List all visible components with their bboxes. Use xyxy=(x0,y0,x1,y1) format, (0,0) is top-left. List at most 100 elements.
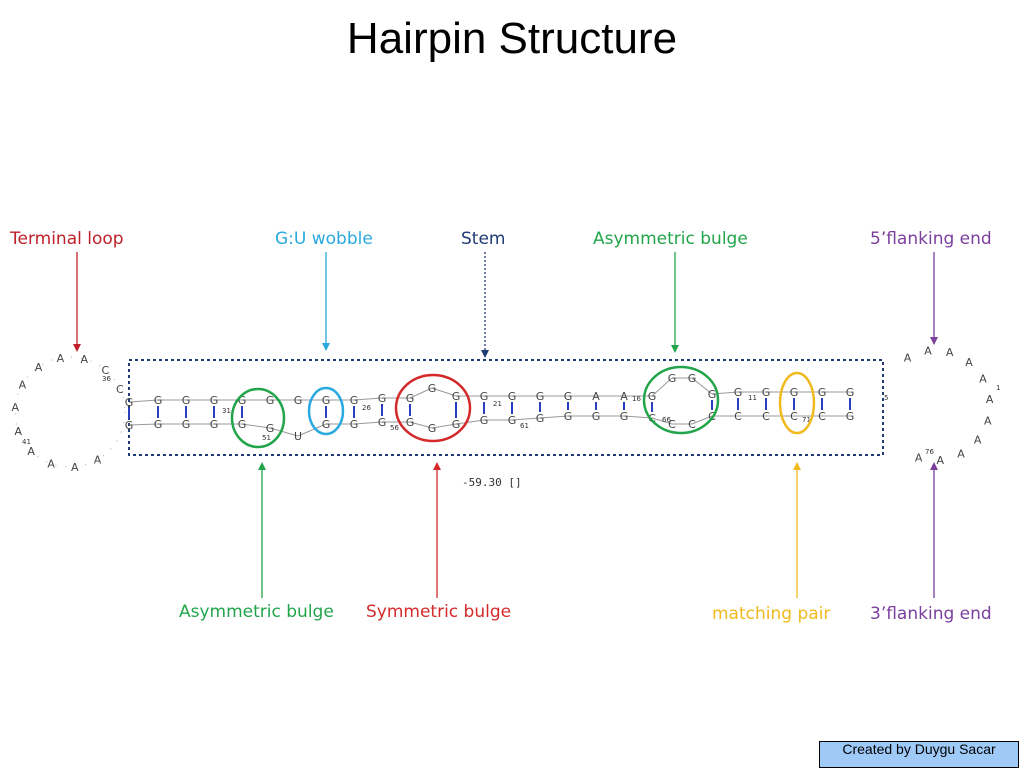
backbone-top xyxy=(651,377,673,397)
arrow-asymmetric-bulge-top xyxy=(671,252,679,353)
backbone-bottom xyxy=(409,421,433,429)
stem-box xyxy=(128,359,884,456)
nucleotide-top: A xyxy=(592,390,600,403)
highlight-gu-wobble xyxy=(307,386,345,436)
label-matching-pair: matching pair xyxy=(712,604,830,624)
position-number: 41 xyxy=(22,438,31,446)
nucleotide-bottom: G xyxy=(238,418,247,431)
backbone-bottom xyxy=(297,423,327,437)
backbone-bottom xyxy=(269,427,299,437)
nucleotide-top: G xyxy=(818,386,827,399)
nucleotide-terminal-loop: A xyxy=(94,454,102,467)
nucleotide-flanking: A xyxy=(974,434,982,447)
nucleotide-flanking: A xyxy=(979,372,987,385)
position-number: 5 xyxy=(884,394,888,402)
nucleotide-flanking: A xyxy=(965,356,973,369)
nucleotide-bottom: G xyxy=(620,410,629,423)
nucleotide-bottom: G xyxy=(428,422,437,435)
nucleotide-bottom: G xyxy=(480,414,489,427)
position-number: 61 xyxy=(520,422,529,430)
backbone-top xyxy=(353,397,383,401)
backbone-top xyxy=(431,387,457,397)
nucleotide-top: G xyxy=(688,372,697,385)
nucleotide-top: G xyxy=(668,372,677,385)
nucleotide-flanking: A xyxy=(957,447,965,460)
label-terminal-loop: Terminal loop xyxy=(9,229,124,249)
position-number: 56 xyxy=(390,424,399,432)
nucleotide-bottom: G xyxy=(846,410,855,423)
nucleotide-top: G xyxy=(125,396,134,409)
position-number: 16 xyxy=(632,395,641,403)
nucleotide-top: G xyxy=(210,394,219,407)
arrow-5-flanking-end xyxy=(930,252,938,345)
rna-structure: GGGGGGGGGGGGGUGGGGGGGGGGGGGGGGGGGGAGAGGC… xyxy=(11,344,1000,473)
nucleotide-top: G xyxy=(480,390,489,403)
nucleotide-top: G xyxy=(322,394,331,407)
nucleotide-top: G xyxy=(790,386,799,399)
nucleotide-top: G xyxy=(182,394,191,407)
nucleotide-top: G xyxy=(762,386,771,399)
backbone-top xyxy=(691,377,713,395)
nucleotide-top: G xyxy=(564,390,573,403)
arrow-gu-wobble xyxy=(322,252,330,351)
backbone-bottom xyxy=(651,417,673,425)
position-number: 66 xyxy=(662,416,671,424)
nucleotide-bottom: G xyxy=(536,412,545,425)
nucleotide-top: G xyxy=(350,394,359,407)
nucleotide-bottom: U xyxy=(294,430,302,443)
nucleotide-bottom: C xyxy=(818,410,826,423)
highlight-asymmetric-bulge-right xyxy=(642,365,720,435)
nucleotide-bottom: C xyxy=(734,410,742,423)
position-number: 11 xyxy=(748,394,757,402)
backbone-bottom xyxy=(353,421,383,425)
highlight-matching-pair xyxy=(778,371,816,435)
position-number: 21 xyxy=(493,400,502,408)
label-stem: Stem xyxy=(461,229,505,249)
nucleotide-bottom: G xyxy=(125,419,134,432)
nucleotide-bottom: C xyxy=(648,412,656,425)
nucleotide-bottom: G xyxy=(452,418,461,431)
credit-box: Created by Duygu Sacar xyxy=(819,741,1019,768)
arrow-stem xyxy=(481,252,489,358)
nucleotide-top: G xyxy=(708,388,717,401)
nucleotide-terminal-loop: A xyxy=(80,353,88,366)
nucleotide-top: G xyxy=(846,386,855,399)
nucleotide-terminal-loop: C xyxy=(116,383,124,396)
nucleotide-bottom: C xyxy=(668,418,676,431)
backbone-bottom xyxy=(431,423,457,429)
position-number: 31 xyxy=(222,407,231,415)
nucleotide-bottom: C xyxy=(790,410,798,423)
nucleotide-bottom: G xyxy=(378,416,387,429)
nucleotide-terminal-loop: A xyxy=(11,401,19,414)
nucleotide-bottom: G xyxy=(564,410,573,423)
nucleotide-bottom: C xyxy=(688,418,696,431)
nucleotide-top: G xyxy=(452,390,461,403)
label-asymmetric-bulge-bottom: Asymmetric bulge xyxy=(179,602,334,622)
free-energy: -59.30 [] xyxy=(462,476,522,489)
nucleotide-top: G xyxy=(266,394,275,407)
backbone-bottom xyxy=(241,423,271,429)
nucleotide-terminal-loop: A xyxy=(27,445,35,458)
nucleotide-top: G xyxy=(294,394,303,407)
arrow-terminal-loop xyxy=(73,252,81,352)
nucleotide-terminal-loop: A xyxy=(15,425,23,438)
nucleotide-terminal-loop: A xyxy=(71,461,79,474)
nucleotide-top: G xyxy=(734,386,743,399)
nucleotide-bottom: G xyxy=(592,410,601,423)
label-3-flanking-end: 3’flanking end xyxy=(870,604,992,624)
nucleotide-bottom: G xyxy=(508,414,517,427)
nucleotide-terminal-loop: C xyxy=(102,364,110,377)
nucleotide-flanking: A xyxy=(924,344,932,357)
nucleotide-flanking: A xyxy=(946,346,954,359)
nucleotide-top: G xyxy=(648,390,657,403)
nucleotide-flanking: A xyxy=(904,351,912,364)
nucleotide-top: G xyxy=(536,390,545,403)
nucleotide-flanking: A xyxy=(986,393,994,406)
position-number: 1 xyxy=(996,384,1000,392)
nucleotide-bottom: G xyxy=(182,418,191,431)
backbone-bottom xyxy=(623,415,653,419)
backbone-bottom xyxy=(691,415,713,425)
label-5-flanking-end: 5’flanking end xyxy=(870,229,992,249)
backbone-top xyxy=(128,399,159,403)
